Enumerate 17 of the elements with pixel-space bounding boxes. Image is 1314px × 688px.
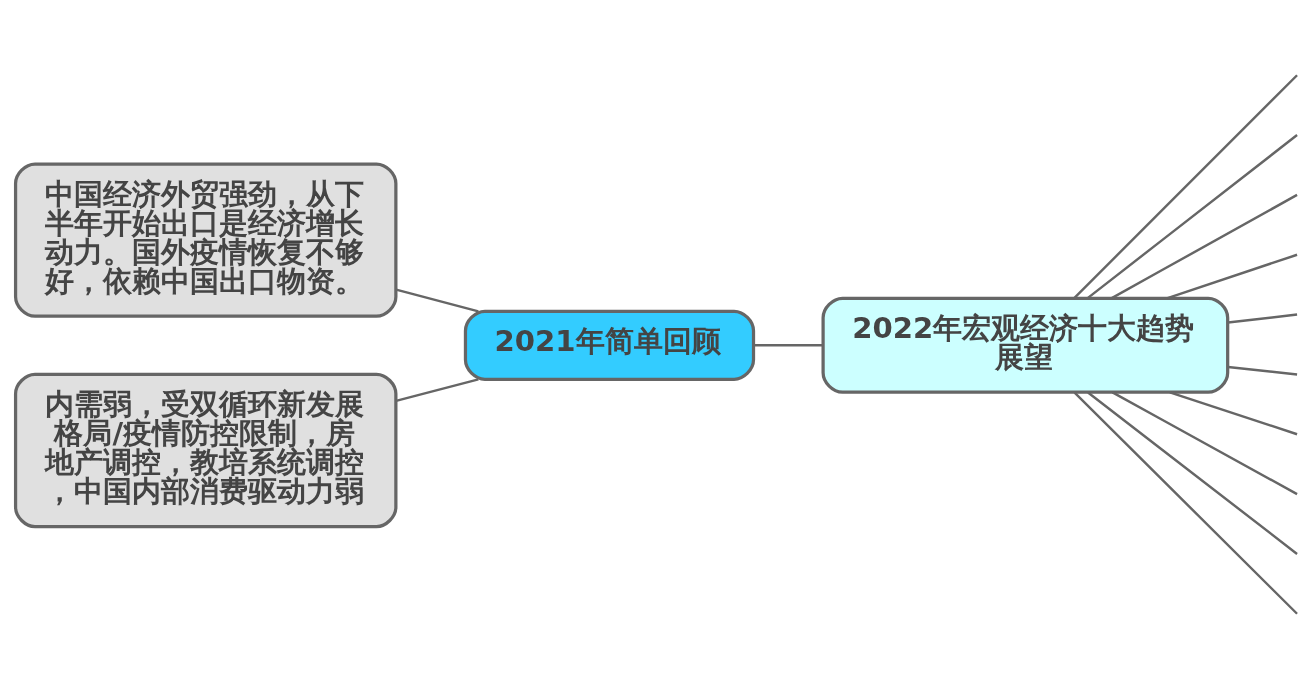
connector (1227, 312, 1298, 324)
connector (1111, 390, 1298, 495)
connector (1227, 365, 1298, 376)
connector (1086, 133, 1298, 299)
node-box: 中国经济外贸强劲，从下半年开始出口是经济增长动力。国外疫情恢复不够好，依赖中国出口物资。 (13, 161, 398, 318)
node-box: 内需弱，受双循环新发展格局/疫情防控限制，房地产调控，教培系统调控，中国内部消费驱动力弱 (13, 372, 398, 528)
connector (1167, 253, 1298, 299)
connector (1087, 390, 1298, 555)
connector (395, 377, 479, 402)
connector (1073, 73, 1298, 299)
connector (1169, 390, 1298, 435)
connector (1111, 193, 1298, 299)
connector (753, 343, 823, 347)
node-box: 2021年简单回顾 (463, 309, 756, 381)
connector (395, 288, 479, 312)
connector (1073, 391, 1298, 615)
node-box: 2022年宏观经济十大趋势展望 (821, 296, 1230, 394)
